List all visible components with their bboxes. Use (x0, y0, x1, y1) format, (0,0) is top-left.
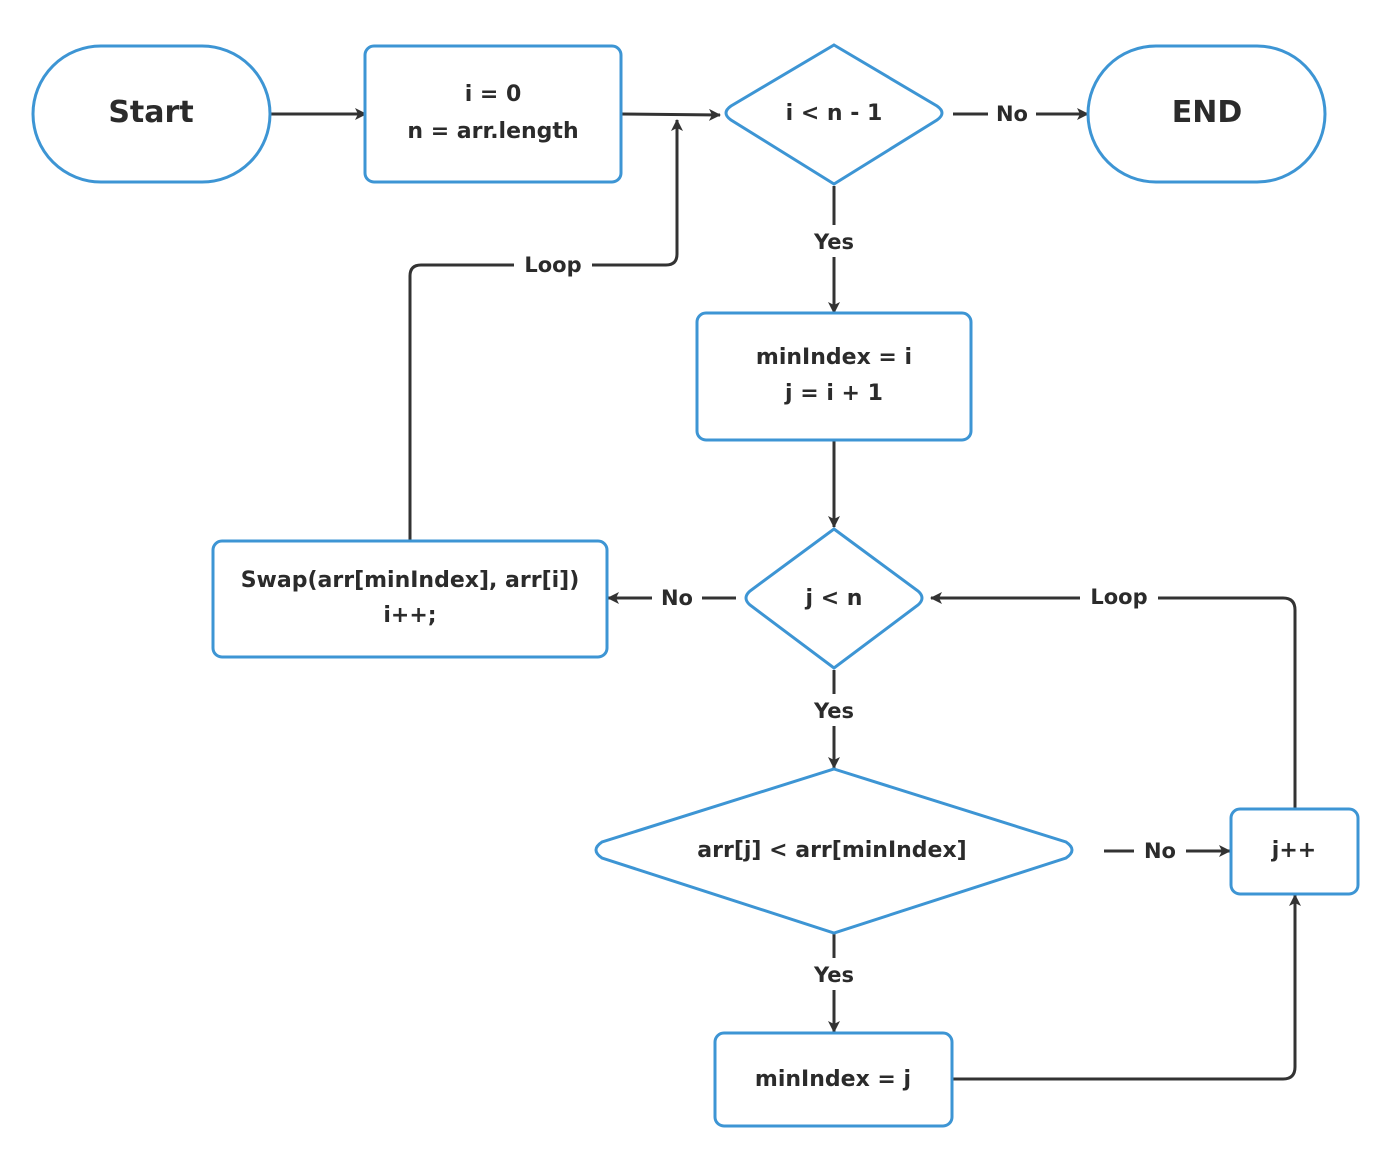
edge-label-outer-no: No (996, 102, 1028, 126)
compare-node: arr[j] < arr[minIndex] (594, 767, 1074, 935)
swap-line-1: Swap(arr[minIndex], arr[i]) (241, 568, 580, 593)
init-line-2: n = arr.length (407, 119, 578, 144)
edge-labels: No Yes Loop No Yes Loop No Yes (514, 97, 1186, 990)
outer-condition-label: i < n - 1 (786, 101, 883, 126)
end-node: END (1086, 44, 1327, 184)
inner-init-node: minIndex = i j = i + 1 (695, 311, 973, 442)
increment-j-label: j++ (1271, 838, 1316, 863)
edge-init-to-outer-condition (620, 108, 721, 121)
increment-j-node: j++ (1229, 807, 1360, 896)
start-label: Start (108, 95, 193, 130)
end-label: END (1172, 95, 1243, 130)
edge-set-min-to-increment (953, 894, 1301, 1081)
edge-inner-loop (930, 592, 1297, 809)
swap-node: Swap(arr[minIndex], arr[i]) i++; (211, 539, 609, 659)
edge-label-inner-yes: Yes (813, 699, 854, 723)
inner-condition-node: j < n (744, 527, 924, 670)
inner-init-line-1: minIndex = i (756, 345, 912, 370)
edge-label-outer-loop: Loop (524, 253, 581, 277)
init-node: i = 0 n = arr.length (363, 44, 623, 184)
inner-init-line-2: j = i + 1 (784, 381, 883, 406)
edge-label-inner-loop: Loop (1090, 585, 1147, 609)
set-min-label: minIndex = j (755, 1067, 911, 1092)
edge-label-compare-no: No (1144, 839, 1176, 863)
edge-label-outer-yes: Yes (813, 230, 854, 254)
compare-label: arr[j] < arr[minIndex] (697, 838, 966, 863)
set-min-node: minIndex = j (713, 1031, 954, 1128)
start-node: Start (31, 44, 272, 184)
init-line-1: i = 0 (465, 82, 522, 107)
swap-line-2: i++; (383, 603, 436, 628)
outer-condition-node: i < n - 1 (724, 43, 944, 186)
edge-label-inner-no: No (661, 586, 693, 610)
edge-label-compare-yes: Yes (813, 963, 854, 987)
inner-condition-label: j < n (805, 586, 863, 611)
